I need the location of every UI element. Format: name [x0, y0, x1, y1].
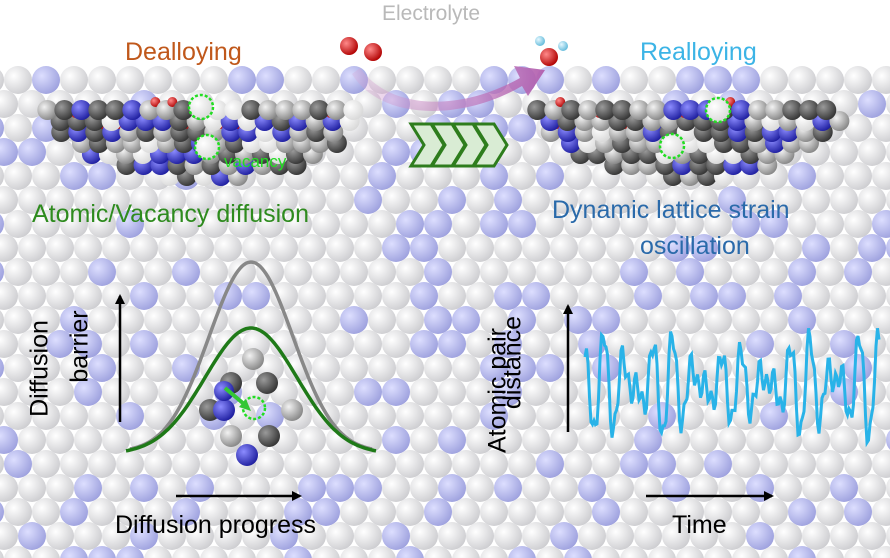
surface-exchange-arrow	[352, 66, 545, 111]
electrolyte-label: Electrolyte	[382, 2, 481, 25]
diffusion-atoms	[199, 348, 303, 466]
strain-title-line1: Dynamic lattice strain	[552, 196, 790, 224]
green-barrier-curve	[125, 326, 377, 453]
vacancy-label: vacancy	[224, 152, 287, 171]
diffusion-direction-arrow	[223, 386, 246, 406]
diffusion-barrier-plot	[115, 260, 377, 501]
oxygen-molecule-icon	[340, 37, 382, 61]
time-label: Time	[672, 511, 727, 539]
diffusion-barrier-label-line2: barrier	[65, 310, 94, 383]
vacancy-marker	[241, 395, 267, 421]
dealloying-label: Dealloying	[125, 38, 242, 66]
atomic-pair-label-line2: distance	[498, 315, 527, 410]
diffusion-progress-label: Diffusion progress	[115, 511, 317, 539]
gray-barrier-curve	[129, 260, 373, 451]
realloying-label: Realloying	[640, 38, 757, 66]
oscillation-curve	[583, 327, 881, 448]
diffusion-barrier-label-line1: Diffusion	[25, 320, 54, 417]
strain-title-line2: oscillation	[640, 232, 750, 260]
strain-oscillation-plot	[563, 304, 881, 501]
atomic-vacancy-diffusion-title: Atomic/Vacancy diffusion	[32, 200, 309, 228]
water-molecule-icon	[535, 36, 568, 66]
triple-chevron-icon	[408, 122, 509, 168]
